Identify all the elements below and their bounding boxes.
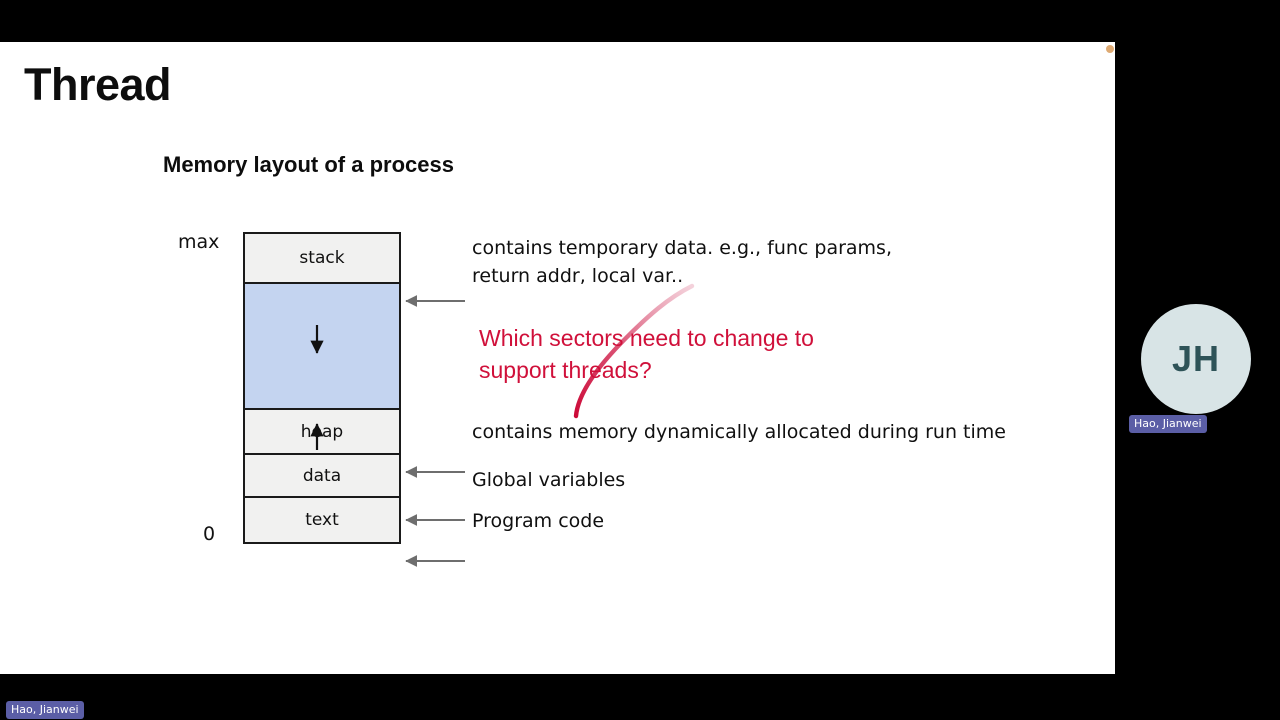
memory-segment-text: text	[245, 498, 399, 542]
ink-question-text: Which sectors need to change to support …	[479, 325, 814, 383]
memory-segment-free-gap	[245, 284, 399, 410]
slide-marker-dot	[1106, 45, 1114, 53]
page-title: Thread	[24, 59, 172, 110]
shared-slide[interactable]: Thread Memory layout of a process max 0 …	[0, 42, 1115, 674]
memory-segment-data: data	[245, 455, 399, 498]
axis-label-max: max	[178, 231, 220, 253]
annotation-data: Global variables	[472, 469, 626, 491]
memory-segment-stack: stack	[245, 234, 399, 284]
presenter-name-badge: Hao, Jianwei	[6, 701, 84, 719]
annotation-heap: contains memory dynamically allocated du…	[472, 421, 1006, 443]
annotation-text: Program code	[472, 510, 605, 532]
axis-label-zero: 0	[203, 523, 216, 545]
memory-segment-heap: heap	[245, 410, 399, 455]
slide-subtitle: Memory layout of a process	[163, 152, 454, 177]
memory-box: stack heap data text	[243, 232, 401, 544]
annotation-stack: contains temporary data. e.g., func para…	[472, 237, 892, 287]
participant-name-badge: Hao, Jianwei	[1129, 415, 1207, 433]
avatar[interactable]: JH	[1141, 304, 1251, 414]
